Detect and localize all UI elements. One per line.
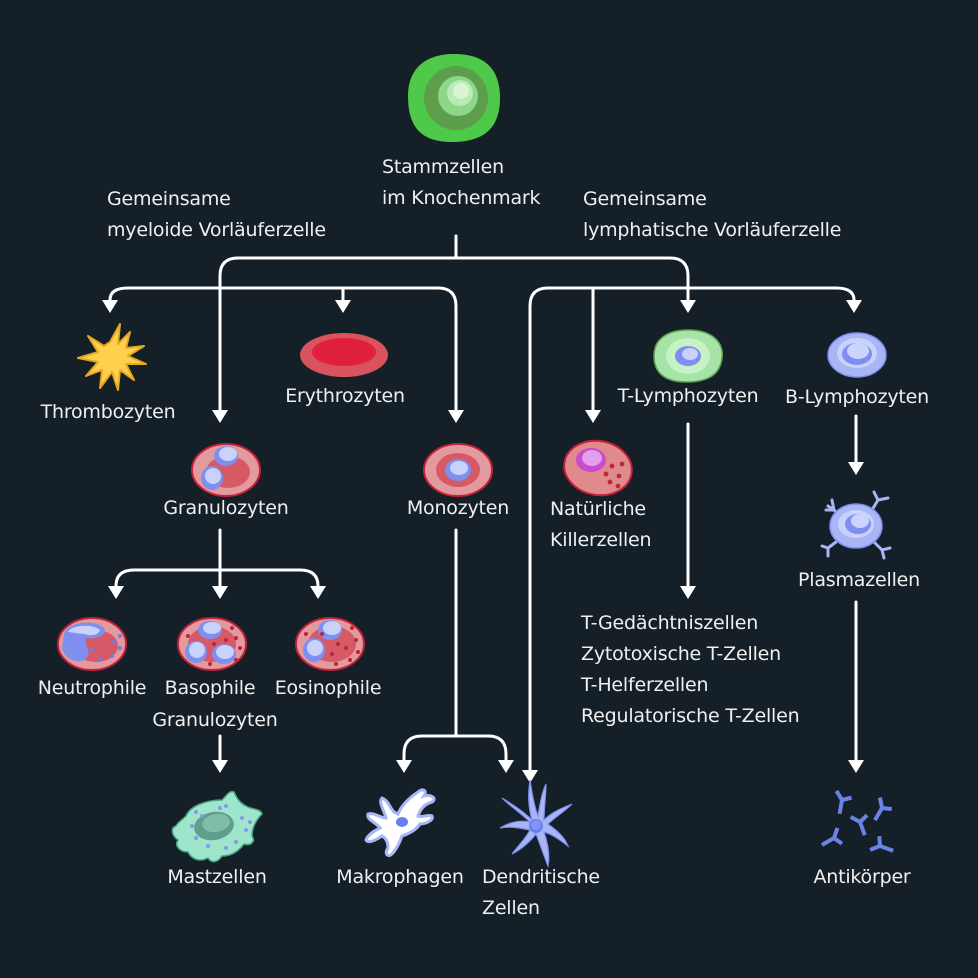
arrow-tcell-types	[680, 586, 696, 599]
macrophage-icon	[364, 788, 436, 858]
arrow-b	[846, 300, 862, 313]
plasma-cells-label: Plasmazellen	[798, 569, 920, 591]
macrophages-label: Makrophagen	[336, 866, 464, 888]
nk-cells-label-line1: Natürliche	[550, 498, 646, 520]
b-cell-icon	[827, 332, 887, 378]
line-mono-split	[402, 734, 508, 762]
line-top-split	[218, 256, 690, 412]
monocytes-label: Monozyten	[406, 497, 510, 519]
dendritic-cells-label-line1: Dendritische	[482, 866, 600, 888]
t-lymphocytes-label: T-Lymphozyten	[617, 385, 759, 407]
lymphoid-progenitor-line2: lymphatische Vorläuferzelle	[583, 219, 842, 241]
lymphoid-progenitor-label: Gemeinsame lymphatische Vorläuferzelle	[583, 184, 841, 246]
nk-cells-label-line2: Killerzellen	[550, 529, 652, 551]
stem-cell-icon	[408, 54, 500, 142]
neutrophils-label: Neutrophile	[37, 677, 147, 699]
dendritic-cell-icon	[499, 779, 573, 868]
stem-cells-label-line1: Stammzellen	[382, 156, 504, 178]
t-cell-type-regulatory: Regulatorische T-Zellen	[581, 705, 800, 727]
arrow-t	[680, 300, 696, 313]
myeloid-progenitor-line2: myeloide Vorläuferzelle	[107, 219, 326, 241]
b-lymphocytes-label: B-Lymphozyten	[784, 386, 930, 408]
red-blood-cell-icon	[300, 333, 388, 377]
lymphoid-progenitor-line1: Gemeinsame	[583, 188, 707, 210]
nk-cells-label: Natürliche Killerzellen	[550, 494, 652, 556]
arrow-baso	[212, 586, 228, 599]
line-granulo-split	[114, 568, 320, 588]
mast-cell-icon	[171, 790, 263, 863]
arrow-plasma	[848, 462, 864, 475]
dendritic-cells-label-line2: Zellen	[482, 897, 540, 919]
arrow-thrombo	[102, 300, 118, 313]
arrow-granulo	[212, 410, 228, 423]
arrow-neutro	[108, 586, 124, 599]
line-lymphoid-split	[528, 286, 856, 772]
nk-cell-icon	[563, 439, 633, 497]
granulocytes-label: Granulozyten	[163, 497, 289, 519]
thrombocytes-label: Thrombozyten	[40, 401, 176, 423]
arrow-erythro	[335, 300, 351, 313]
eosinophil-icon	[295, 617, 365, 671]
arrowheads	[102, 300, 864, 783]
basophils-label: Basophile	[164, 677, 256, 699]
basophil-icon	[177, 617, 247, 671]
dendritic-cells-label: Dendritische Zellen	[482, 862, 600, 924]
arrow-eosino	[310, 586, 326, 599]
stem-cells-label: Stammzellen im Knochenmark	[382, 152, 541, 214]
antibodies-label: Antikörper	[813, 866, 911, 888]
myeloid-progenitor-label: Gemeinsame myeloide Vorläuferzelle	[107, 184, 326, 246]
antibody-icon	[820, 789, 894, 853]
myeloid-progenitor-line1: Gemeinsame	[107, 188, 231, 210]
granulocytes-sub-label: Granulozyten	[152, 709, 278, 731]
t-cell-types-list: T-Gedächtniszellen Zytotoxische T-Zellen…	[581, 608, 800, 732]
mast-cells-label: Mastzellen	[167, 866, 267, 888]
granulocyte-icon	[191, 443, 261, 497]
stem-cells-label-line2: im Knochenmark	[382, 187, 541, 209]
t-cell-type-cytotoxic: Zytotoxische T-Zellen	[581, 643, 781, 665]
eosinophils-label: Eosinophile	[274, 677, 382, 699]
arrow-dendri-mono	[498, 760, 514, 773]
t-cell-icon	[653, 329, 723, 383]
t-cell-type-memory: T-Gedächtniszellen	[581, 612, 759, 634]
monocyte-icon	[423, 443, 493, 497]
arrow-makro	[396, 760, 412, 773]
arrow-dendri-lymph	[522, 770, 538, 783]
platelet-icon	[77, 323, 147, 391]
arrow-antibody	[848, 760, 864, 773]
arrow-nk	[585, 410, 601, 423]
neutrophil-icon	[57, 617, 127, 671]
arrow-mono	[448, 410, 464, 423]
arrow-mast	[212, 760, 228, 773]
erythrocytes-label: Erythrozyten	[285, 385, 405, 407]
line-myeloid-split	[108, 286, 458, 412]
plasma-cell-icon	[820, 490, 892, 560]
t-cell-type-helper: T-Helferzellen	[581, 674, 709, 696]
